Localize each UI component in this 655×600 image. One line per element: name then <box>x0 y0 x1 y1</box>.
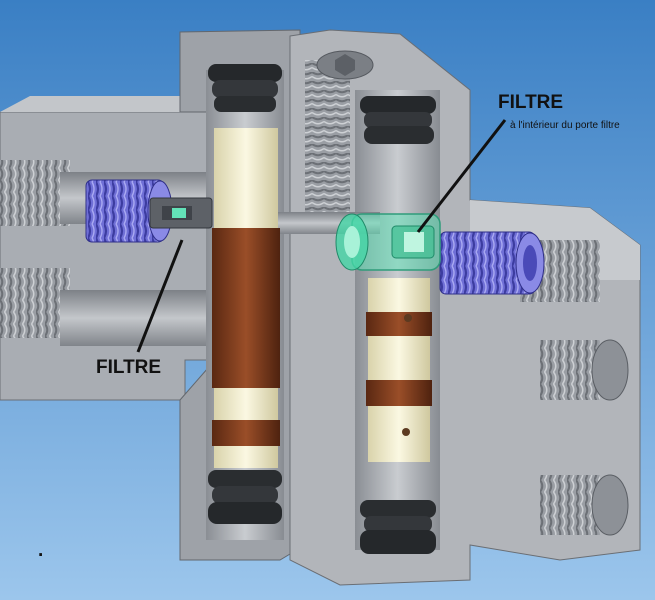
right-spool <box>360 96 436 554</box>
left-filter <box>172 208 186 218</box>
label-filter-top-note: à l'intérieur du porte filtre <box>510 120 620 131</box>
label-filter-top: FILTRE <box>498 92 563 113</box>
filter-holder-right <box>335 213 441 271</box>
stray-dot: . <box>38 540 43 561</box>
leader-line-top <box>416 119 507 233</box>
leader-line-left <box>136 239 184 353</box>
label-filter-left: FILTRE <box>96 357 161 378</box>
left-spool <box>208 64 282 524</box>
